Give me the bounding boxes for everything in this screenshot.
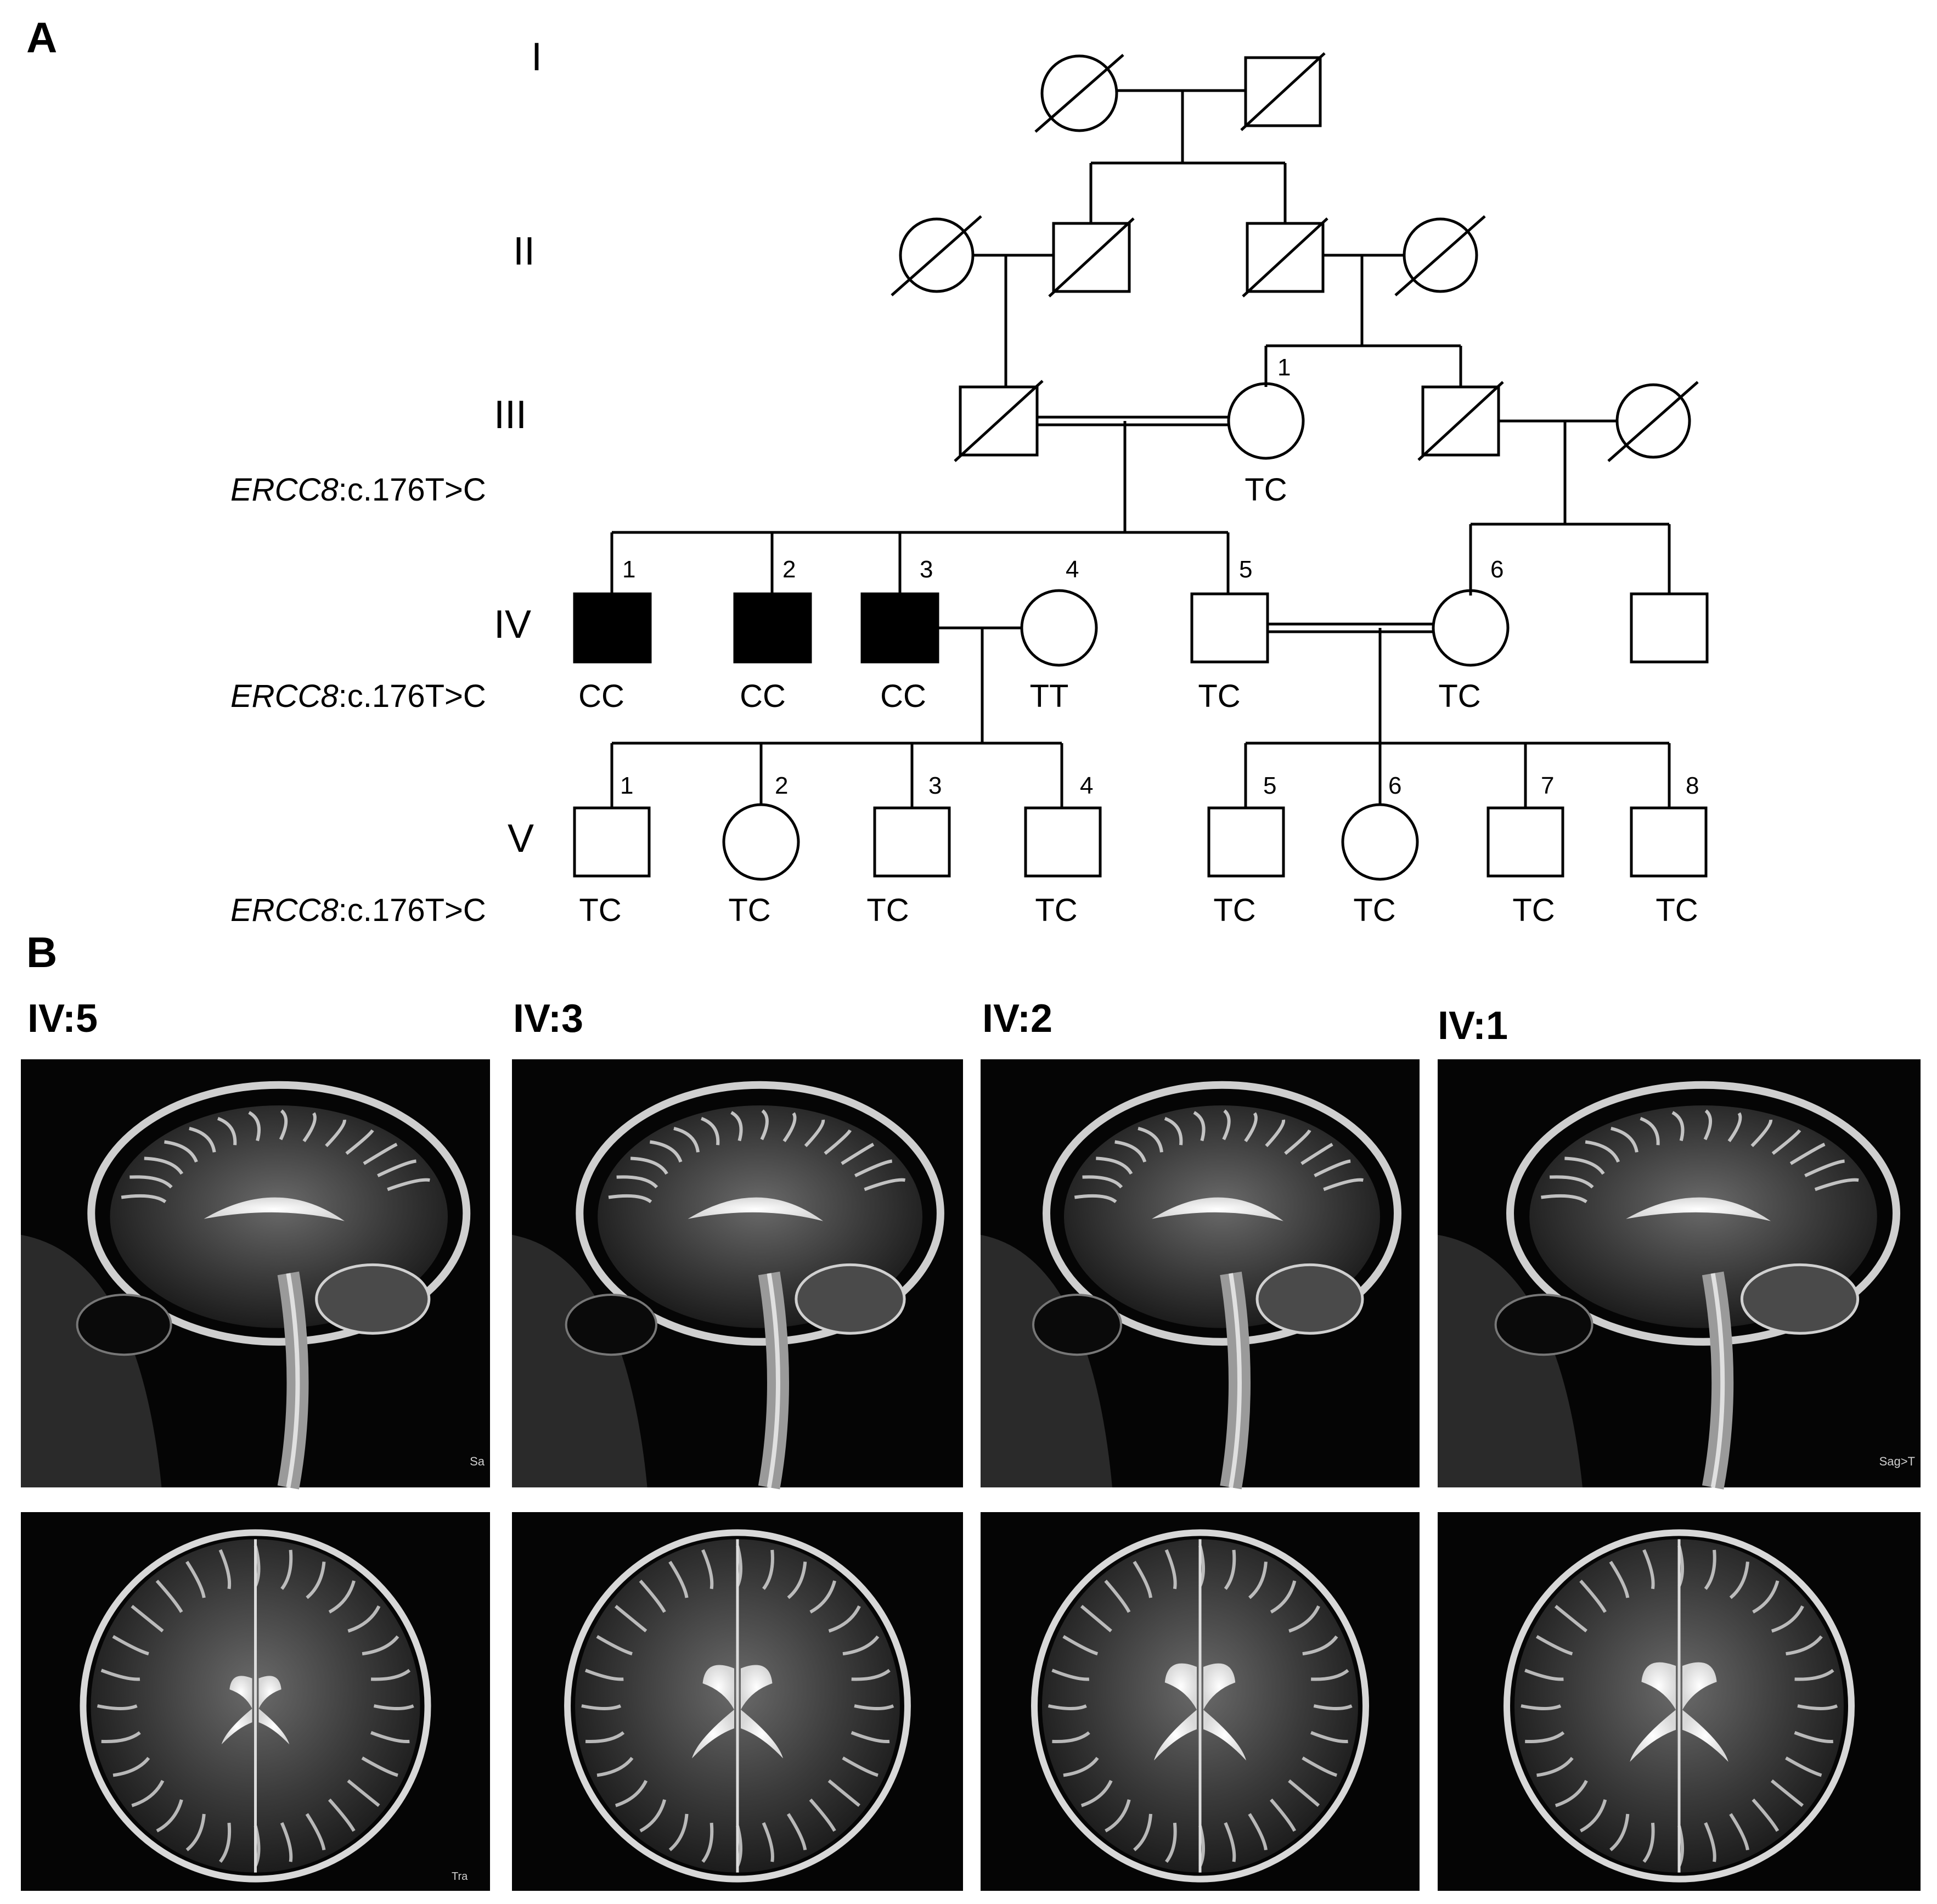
individual-number: 7 [1541,772,1554,799]
pedigree-male-affected-IV-1 [573,592,652,664]
generation-label-V: V [508,817,534,861]
individual-number: 6 [1388,772,1401,799]
sagittal-mri-image-IV-1: Sag>T [1438,1059,1921,1490]
pedigree-female-V-2 [722,803,800,881]
individual-number: 6 [1490,556,1504,583]
pedigree-male-IV-7 [1630,592,1709,664]
generation-label-III: III [494,393,527,437]
pedigree-female-III-1 [1227,382,1305,460]
pedigree-female-IV-4 [1020,589,1098,667]
axial-mri-image-IV-3 [512,1512,963,1891]
deceased-slash [954,380,1044,462]
pedigree-male-deceased-II-c [1246,222,1325,293]
individual-number: 2 [775,772,788,799]
variant-name: :c.176T>C [339,472,486,508]
panel-a-label: A [26,13,57,61]
genotype-label: TC [1213,892,1255,928]
generation-label-I: I [531,35,542,79]
individual-number: 3 [920,556,933,583]
pedigree-male-affected-IV-3 [860,592,939,664]
sagittal-mri-image-IV-3 [512,1059,963,1490]
axial-mri-image-IV-5: Tra [21,1512,490,1891]
genotype-label: TC [579,892,621,928]
sagittal-mri-image-IV-5: Sa [21,1059,490,1490]
genotype-label: TC [1656,892,1698,928]
genotype-label: TC [1245,472,1287,508]
pedigree-male-V-4 [1024,806,1102,878]
pedigree-male-V-5 [1207,806,1285,878]
deceased-slash [891,215,982,296]
genotype-label: TC [1198,678,1240,714]
patient-label-IV-2: IV:2 [982,997,1052,1041]
patient-label-IV-3: IV:3 [513,997,583,1041]
pedigree-male-V-1 [573,806,651,878]
pedigree-male-V-8 [1630,806,1708,878]
panel-b-label: B [26,928,57,976]
generation-label-II: II [513,229,535,273]
patient-label-IV-5: IV:5 [27,997,98,1041]
deceased-slash [1607,381,1699,462]
variant-name: :c.176T>C [339,678,486,714]
deceased-slash [1240,52,1326,131]
axial-annotation: Tra [452,1871,468,1883]
genotype-label: TC [1512,892,1555,928]
genotype-label: TC [1438,678,1480,714]
genotype-label: TC [1353,892,1395,928]
genotype-label: TT [1030,678,1069,714]
pedigree-male-IV-5 [1190,592,1269,664]
pedigree-panel: A I II III IV V ERCC8:c.176T>C ERCC8:c.1… [26,13,1709,928]
genotype-label: TC [1035,892,1077,928]
individual-number: 4 [1066,556,1079,583]
pedigree-female-V-6 [1341,803,1419,881]
genotype-label: CC [740,678,786,714]
gene-name: ERCC8 [230,472,339,508]
genotype-row-label-III: ERCC8:c.176T>C [230,472,486,508]
sagittal-annotation: Sag>T [1879,1454,1915,1468]
deceased-slash [1242,217,1328,297]
genotype-label: TC [866,892,909,928]
genotype-label: CC [578,678,624,714]
axial-mri-image-IV-1 [1438,1512,1921,1891]
genotype-label: CC [880,678,926,714]
pedigree-male-V-3 [873,806,951,878]
sagittal-annotation: Sa [470,1454,485,1468]
individual-number: 2 [782,556,796,583]
deceased-slash [1417,381,1504,461]
gene-name: ERCC8 [230,892,339,928]
genotype-label: TC [728,892,770,928]
individual-number: 1 [622,556,635,583]
individual-number: 8 [1686,772,1699,799]
pedigree-female-deceased-I-1 [1040,54,1118,132]
variant-name: :c.176T>C [339,892,486,928]
individual-number: 4 [1080,772,1093,799]
axial-mri-image-IV-2 [981,1512,1420,1891]
pedigree-male-V-7 [1486,806,1564,878]
pedigree-male-deceased-III-a [959,385,1039,457]
genotype-row-label-V: ERCC8:c.176T>C [230,892,486,928]
gene-name: ERCC8 [230,678,339,714]
individual-number: 1 [620,772,633,799]
pedigree-male-affected-IV-2 [733,592,812,664]
individual-number: 3 [928,772,942,799]
deceased-slash [1048,217,1135,297]
deceased-slash [1034,54,1124,133]
individual-number: 1 [1277,354,1291,381]
patient-label-IV-1: IV:1 [1438,1004,1508,1048]
sagittal-mri-image-IV-2 [981,1059,1420,1490]
individual-number: 5 [1263,772,1276,799]
pedigree-male-deceased-II-b [1052,222,1131,293]
pedigree-female-IV-6 [1432,589,1510,667]
individual-number: 5 [1239,556,1252,583]
genotype-row-label-IV: ERCC8:c.176T>C [230,678,486,714]
generation-label-IV: IV [494,603,531,647]
deceased-slash [1394,215,1486,296]
